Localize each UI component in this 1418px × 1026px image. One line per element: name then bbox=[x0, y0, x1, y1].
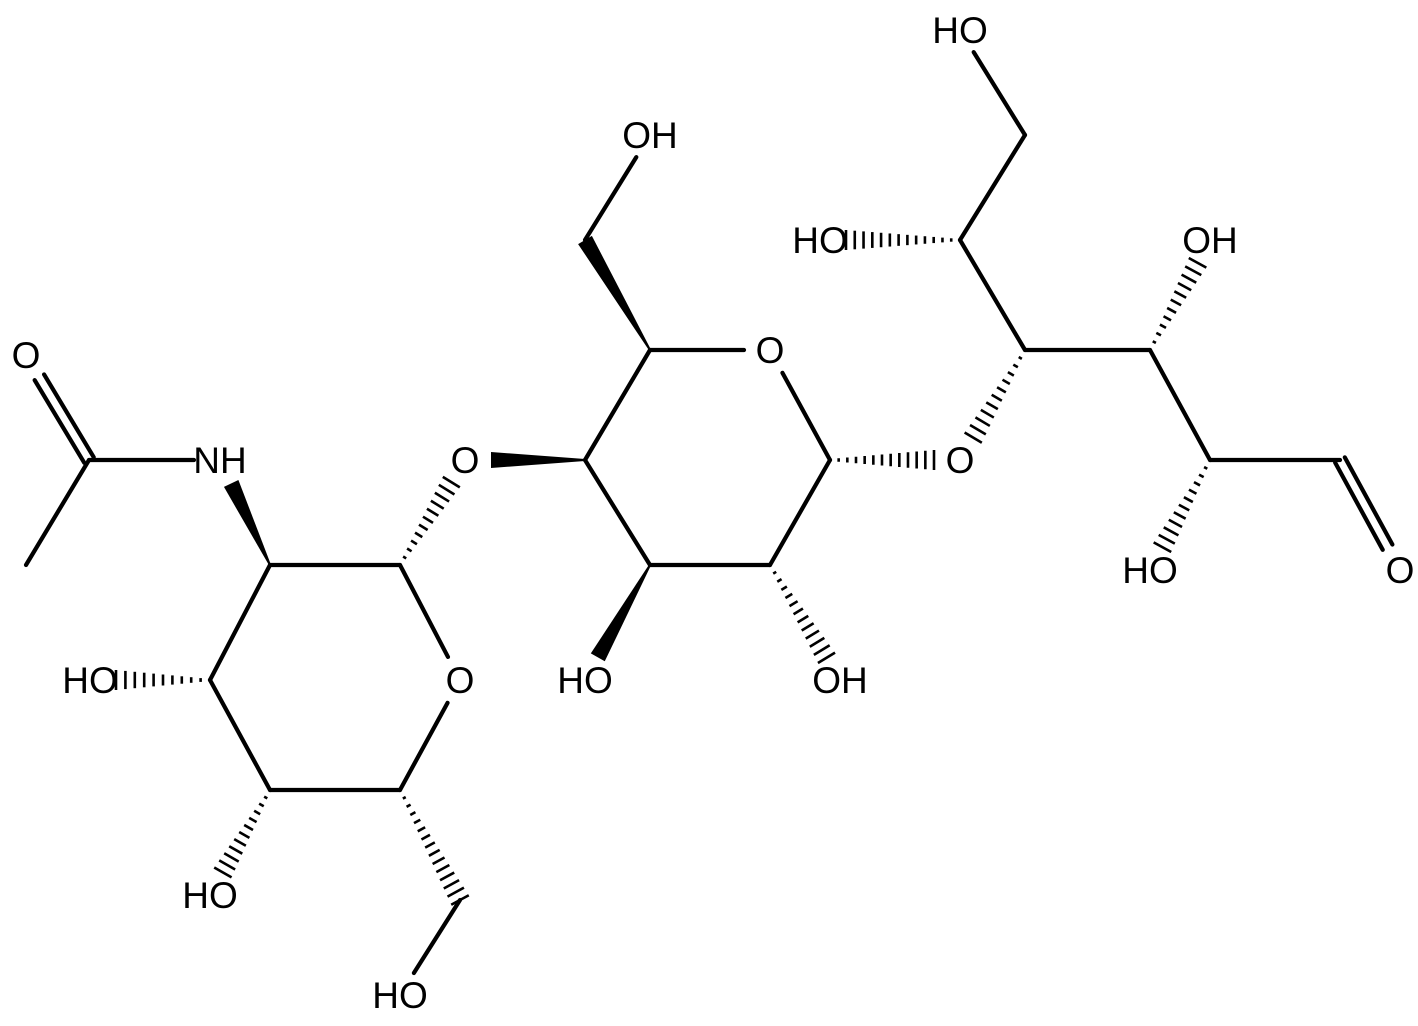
bond-l2-l2o-hash bbox=[768, 563, 836, 665]
bond-r1-oald-double bbox=[1333, 455, 1395, 552]
bond-cac-oac-double bbox=[32, 372, 96, 465]
ring-o-label-glcnac: O bbox=[446, 660, 475, 701]
ring-o-label-galactose: O bbox=[756, 330, 785, 371]
glycosidic-o-label-1: O bbox=[451, 440, 480, 481]
bond-r4-ol-hash bbox=[963, 348, 1027, 444]
ho-label-chain-c5: HO bbox=[792, 220, 848, 261]
bond-l5-l6-wedge bbox=[578, 235, 651, 351]
bond-l4-l5 bbox=[582, 347, 653, 463]
ho-label-chain-c2: HO bbox=[1122, 550, 1178, 591]
bond-g2-n-wedge bbox=[223, 480, 271, 566]
ho-label-glcnac-c3: HO bbox=[62, 660, 118, 701]
oh-label-chain-c3: OH bbox=[1182, 220, 1238, 261]
bond-r3-r2 bbox=[1147, 347, 1213, 463]
bond-g3-g2 bbox=[207, 562, 273, 683]
bond-l4-og-wedge bbox=[491, 452, 585, 468]
aldehyde-o-label: O bbox=[1386, 550, 1415, 591]
ho-label-chain-c6: HO bbox=[932, 10, 988, 51]
bond-l3-l3o-wedge bbox=[590, 564, 651, 662]
bond-g3-g3o-hash bbox=[114, 670, 212, 690]
oh-label-galactose-c2: OH bbox=[812, 660, 868, 701]
ho-label-galactose-c3: HO bbox=[557, 660, 613, 701]
bond-r6-r6o bbox=[971, 50, 1028, 138]
bond-or1-g5 bbox=[397, 700, 450, 793]
ho-label-glcnac-c6: HO bbox=[372, 975, 428, 1016]
bond-g4-g3 bbox=[207, 677, 273, 793]
nh-label: NH bbox=[193, 440, 246, 481]
bond-r5-r6 bbox=[957, 132, 1028, 243]
bond-l6-l6o bbox=[582, 155, 639, 243]
bond-g1-or1 bbox=[397, 562, 451, 660]
bond-or2-l1 bbox=[780, 370, 833, 463]
bond-l1-ol-hash bbox=[828, 450, 936, 470]
bond-r4-r5 bbox=[957, 237, 1028, 353]
bond-me-cac bbox=[23, 457, 92, 568]
bond-r5-r5o-hash bbox=[844, 230, 962, 250]
bond-g1-og-hash bbox=[398, 475, 461, 567]
bond-g4-g4o-hash bbox=[213, 788, 272, 879]
bond-r3-r3o-hash bbox=[1148, 256, 1207, 352]
ho-label-glcnac-c4: HO bbox=[182, 875, 238, 916]
bond-g6-g6o bbox=[411, 897, 463, 976]
bond-g5-g6-hash bbox=[398, 788, 470, 906]
bond-l3-l4 bbox=[582, 457, 653, 568]
bond-l1-l2 bbox=[767, 457, 833, 568]
oh-label-galactose-c6: OH bbox=[622, 115, 678, 156]
bond-r2-r2o-hash bbox=[1153, 458, 1212, 554]
carbonyl-o-label-acetyl: O bbox=[12, 335, 41, 376]
glycosidic-o-label-2: O bbox=[946, 440, 975, 481]
